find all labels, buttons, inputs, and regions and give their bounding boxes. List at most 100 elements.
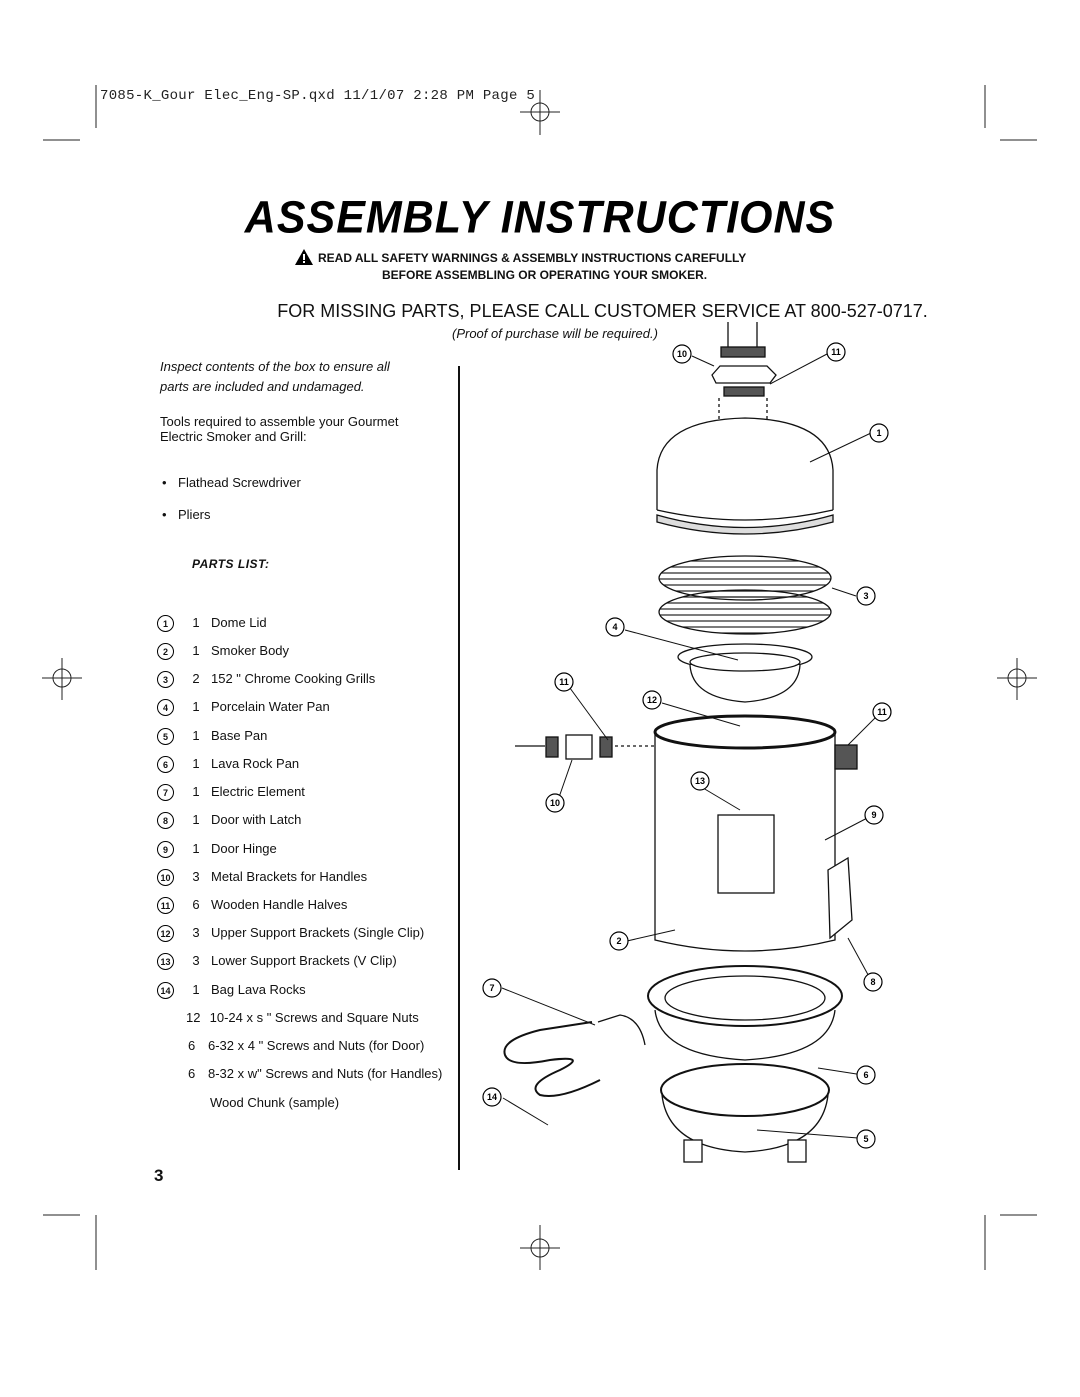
part-desc: 152 " Chrome Cooking Grills: [211, 671, 376, 686]
proof-note: (Proof of purchase will be required.): [452, 326, 658, 341]
lava-rock-pan: [647, 965, 843, 1061]
missing-parts-notice: FOR MISSING PARTS, PLEASE CALL CUSTOMER …: [277, 301, 928, 321]
callout: 4: [605, 617, 625, 637]
part-qty: 1: [192, 615, 200, 630]
callout-label: 11: [831, 347, 841, 357]
base-pan: [660, 1063, 830, 1163]
tools-intro: Tools required to assemble your Gourmet …: [160, 414, 399, 444]
callout-label: 5: [863, 1134, 868, 1144]
callout: 11: [554, 672, 574, 692]
part-number: 8: [157, 812, 174, 829]
tool-item: Pliers: [162, 507, 210, 522]
part-number: 9: [157, 841, 174, 858]
part-qty: 1: [192, 982, 200, 997]
tool-item: Flathead Screwdriver: [162, 475, 301, 490]
part-qty: 6: [192, 897, 200, 912]
warning-line-1: READ ALL SAFETY WARNINGS & ASSEMBLY INST…: [318, 251, 747, 265]
callout: 10: [545, 793, 565, 813]
callout: 6: [856, 1065, 876, 1085]
leader-lines: [501, 353, 881, 1139]
callout-label: 2: [616, 936, 621, 946]
callout-label: 11: [877, 707, 887, 717]
callout-label: 6: [863, 1070, 868, 1080]
part-qty: 3: [192, 869, 200, 884]
part-number: 14: [157, 982, 174, 999]
dome-lid: [656, 417, 834, 535]
part-number: 3: [157, 671, 174, 688]
page-number: 3: [154, 1166, 164, 1185]
callout-label: 14: [487, 1092, 497, 1102]
callout-label: 1: [876, 428, 881, 438]
part-qty: 1: [192, 643, 200, 658]
hardware-desc: Wood Chunk (sample): [210, 1095, 340, 1110]
warning-icon: [295, 249, 313, 265]
part-desc: Dome Lid: [211, 615, 267, 630]
callout: 10: [672, 344, 692, 364]
callout: 11: [826, 342, 846, 362]
warning-line-2: BEFORE ASSEMBLING OR OPERATING YOUR SMOK…: [382, 268, 708, 282]
part-desc: Bag Lava Rocks: [211, 982, 306, 997]
hardware-item: 6 6-32 x 4 " Screws and Nuts (for Door): [188, 1038, 424, 1058]
part-number: 2: [157, 643, 174, 660]
callout: 11: [872, 702, 892, 722]
part-desc: Smoker Body: [211, 643, 290, 658]
part-number: 11: [157, 897, 174, 914]
callout-label: 13: [695, 776, 705, 786]
hardware-item: Wood Chunk (sample): [210, 1095, 339, 1115]
part-desc: Upper Support Brackets (Single Clip): [211, 925, 425, 940]
callout: 14: [482, 1087, 502, 1107]
callout-label: 9: [871, 810, 876, 820]
parts-list-heading: PARTS LIST:: [192, 557, 270, 571]
exploded-assembly-diagram: 10 11 1 3 4 11 12 11 13 10 9 2 7 8 6 14 …: [482, 322, 892, 1163]
part-desc: Base Pan: [211, 728, 268, 743]
inspect-note: Inspect contents of the box to ensure al…: [160, 359, 390, 394]
hardware-desc: 8-32 x w" Screws and Nuts (for Handles): [208, 1066, 443, 1081]
callout: 7: [482, 978, 502, 998]
part-qty: 3: [192, 953, 200, 968]
part-number: 13: [157, 953, 174, 970]
hardware-qty: 6: [188, 1066, 196, 1081]
part-number: 6: [157, 756, 174, 773]
part-number: 7: [157, 784, 174, 801]
part-number: 4: [157, 699, 174, 716]
electric-element: [503, 1014, 646, 1097]
part-qty: 1: [192, 728, 200, 743]
part-desc: Door with Latch: [211, 812, 302, 827]
callout-label: 8: [870, 977, 875, 987]
callout: 2: [609, 931, 629, 951]
part-qty: 1: [192, 841, 200, 856]
part-qty: 1: [192, 812, 200, 827]
file-slug: 7085-K_Gour Elec_Eng-SP.qxd 11/1/07 2:28…: [100, 88, 536, 104]
callout: 8: [863, 972, 883, 992]
side-handle: [515, 734, 655, 760]
callout-label: 12: [647, 695, 657, 705]
part-desc: Metal Brackets for Handles: [211, 869, 368, 884]
hardware-desc: 10-24 x s " Screws and Square Nuts: [209, 1010, 419, 1025]
part-desc: Wooden Handle Halves: [211, 897, 348, 912]
callout-label: 3: [863, 591, 868, 601]
callout: 12: [642, 690, 662, 710]
part-desc: Door Hinge: [211, 841, 277, 856]
part-desc: Lower Support Brackets (V Clip): [211, 953, 397, 968]
callout: 5: [856, 1129, 876, 1149]
callout: 3: [856, 586, 876, 606]
part-number: 10: [157, 869, 174, 886]
smoker-body: [653, 714, 858, 952]
hardware-item: 12 10-24 x s " Screws and Square Nuts: [186, 1010, 419, 1030]
hardware-desc: 6-32 x 4 " Screws and Nuts (for Door): [208, 1038, 425, 1053]
callout-label: 10: [677, 349, 687, 359]
column-divider: [458, 366, 460, 1170]
hardware-item: 6 8-32 x w" Screws and Nuts (for Handles): [188, 1066, 442, 1086]
hardware-qty: 6: [188, 1038, 196, 1053]
water-pan: [677, 643, 813, 703]
part-desc: Porcelain Water Pan: [211, 699, 330, 714]
callout-label: 7: [489, 983, 494, 993]
part-desc: Electric Element: [211, 784, 305, 799]
part-qty: 1: [192, 699, 200, 714]
part-qty: 2: [192, 671, 200, 686]
part-qty: 3: [192, 925, 200, 940]
callout: 9: [864, 805, 884, 825]
hardware-qty: 12: [186, 1010, 201, 1025]
part-qty: 1: [192, 756, 200, 771]
